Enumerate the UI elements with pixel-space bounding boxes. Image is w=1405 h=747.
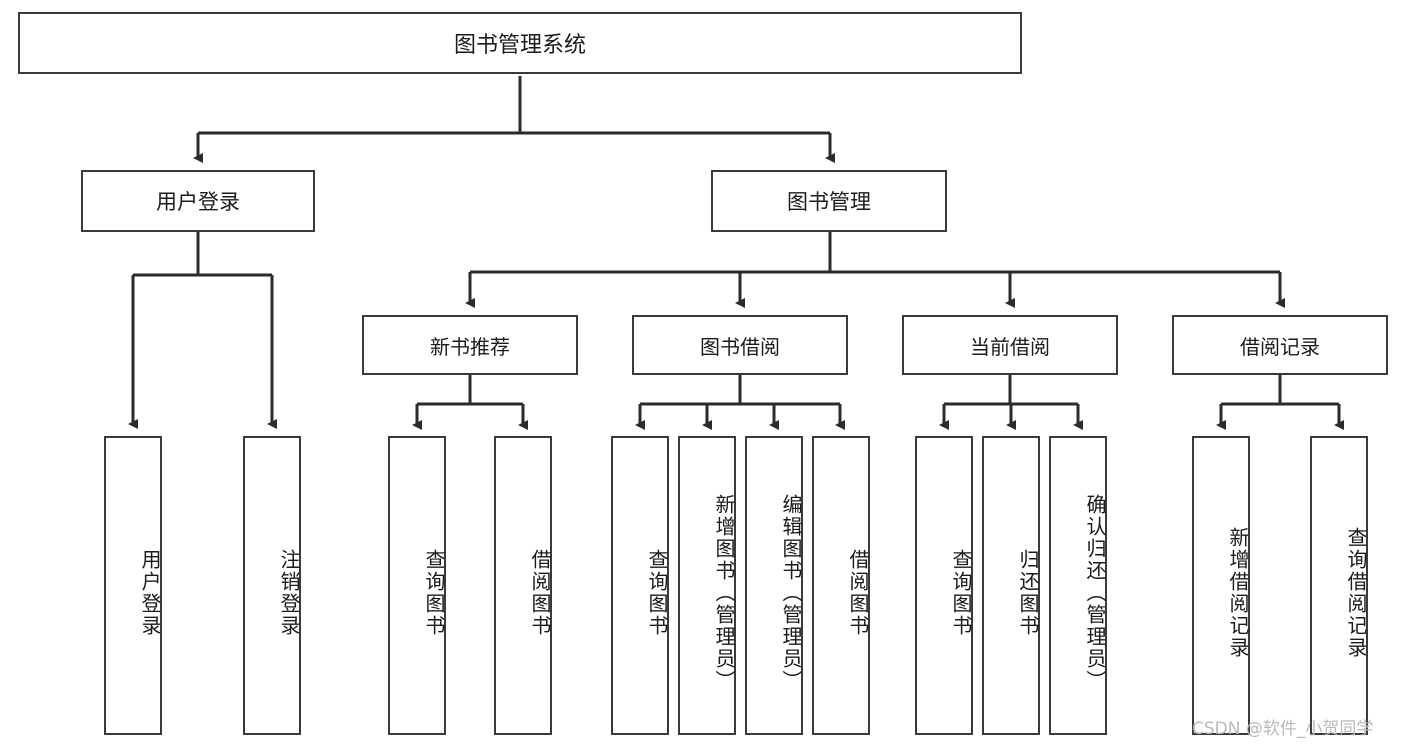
node-label: 图书管理 [787,190,871,214]
leaf-query-book-current[interactable]: 查询图书 [915,436,973,735]
node-label: 借阅图书 [528,548,552,637]
node-user-login[interactable]: 用户登录 [81,170,315,232]
node-label: 用户登录 [156,190,240,214]
node-borrow-record[interactable]: 借阅记录 [1172,315,1388,375]
leaf-borrow-book-recommend[interactable]: 借阅图书 [494,436,552,735]
node-new-book-recommend[interactable]: 新书推荐 [362,315,578,375]
leaf-query-book-borrow[interactable]: 查询图书 [611,436,669,735]
leaf-borrow-book[interactable]: 借阅图书 [812,436,870,735]
node-label: 编辑图书（管理员） [779,493,803,692]
leaf-edit-book-admin[interactable]: 编辑图书（管理员） [745,436,803,735]
node-label: 查询图书 [645,548,669,637]
leaf-user-login[interactable]: 用户登录 [104,436,162,735]
node-label: 当前借阅 [970,334,1050,359]
leaf-return-book[interactable]: 归还图书 [982,436,1040,735]
node-book-manage[interactable]: 图书管理 [711,170,947,232]
node-root-system[interactable]: 图书管理系统 [18,12,1022,74]
leaf-add-book-admin[interactable]: 新增图书（管理员） [678,436,736,735]
node-label: 用户登录 [138,548,162,637]
node-label: 新增图书（管理员） [712,493,736,692]
csdn-watermark: CSDN @软件_小贺同学 [1192,719,1374,739]
node-label: 注销登录 [277,548,301,637]
node-label: 查询借阅记录 [1344,526,1368,659]
node-book-borrow[interactable]: 图书借阅 [632,315,848,375]
node-label: 查询图书 [422,548,446,637]
leaf-query-borrow-record[interactable]: 查询借阅记录 [1310,436,1368,735]
node-label: 图书管理系统 [453,33,586,58]
leaf-user-logout[interactable]: 注销登录 [243,436,301,735]
node-label: 新增借阅记录 [1226,526,1250,659]
leaf-query-book-recommend[interactable]: 查询图书 [388,436,446,735]
node-label: 借阅图书 [846,548,870,637]
leaf-confirm-return-admin[interactable]: 确认归还（管理员） [1049,436,1107,735]
node-label: 确认归还（管理员） [1083,493,1107,692]
node-label: 新书推荐 [430,334,510,359]
node-label: 借阅记录 [1240,334,1320,359]
node-label: 归还图书 [1016,548,1040,637]
leaf-add-borrow-record[interactable]: 新增借阅记录 [1192,436,1250,735]
node-current-borrow[interactable]: 当前借阅 [902,315,1118,375]
node-label: 查询图书 [949,548,973,637]
node-label: 图书借阅 [700,334,780,359]
